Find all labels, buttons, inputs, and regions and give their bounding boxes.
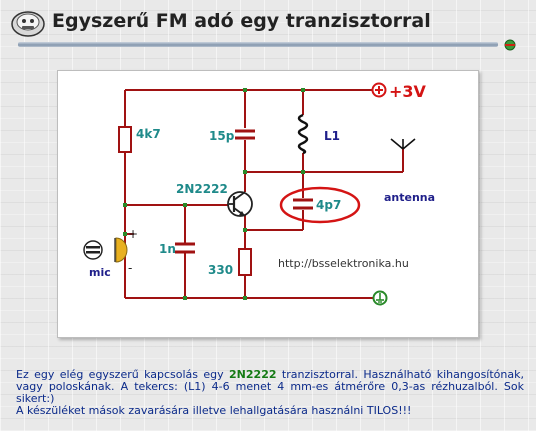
supply-voltage-label: +3V [389, 82, 427, 101]
mic-label: mic [89, 266, 111, 279]
transistor-label: 2N2222 [176, 182, 228, 196]
microphone-icon [83, 237, 128, 263]
resistor-330-icon [238, 248, 252, 276]
antenna-icon [390, 138, 416, 150]
coil-l1-label: L1 [324, 129, 340, 143]
resistor-4k7-icon [118, 126, 132, 153]
capacitor-4p7-label: 4p7 [316, 198, 341, 212]
highlight-ellipse [279, 186, 361, 224]
description-highlight: 2N2222 [229, 368, 277, 381]
capacitor-1n-label: 1n [159, 242, 176, 256]
warning-text: A készüléket mások zavarására illetve le… [16, 404, 412, 417]
capacitor-15p-icon [235, 129, 255, 140]
description-text: Ez egy elég egyszerű kapcsolás egy 2N222… [16, 369, 524, 417]
mic-minus-label: - [128, 261, 132, 275]
watermark-url: http://bsselektronika.hu [278, 257, 409, 270]
header: Egyszerű FM adó egy tranzisztorral [0, 0, 536, 52]
page-title: Egyszerű FM adó egy tranzisztorral [52, 10, 431, 32]
resistor-330-label: 330 [208, 263, 233, 277]
antenna-label: antenna [384, 191, 435, 204]
bullet-icon [504, 39, 516, 51]
mic-plus-label: + [128, 227, 138, 241]
resistor-4k7-label: 4k7 [136, 127, 161, 141]
circuit-diagram: +3V 4k7 15p L1 2N2222 4p7 antenna 1n 330… [57, 70, 479, 338]
junction-dots [123, 88, 305, 300]
capacitor-1n-icon [175, 242, 195, 254]
transistor-2n2222-icon [227, 191, 253, 217]
circuit-schematic: +3V 4k7 15p L1 2N2222 4p7 antenna 1n 330… [83, 82, 435, 306]
coil-l1-icon [297, 113, 309, 155]
description-part2: tranzisztorral. Használható kihangosítón… [16, 368, 524, 405]
capacitor-4p7-icon [293, 198, 313, 210]
capacitor-15p-label: 15p [209, 129, 235, 143]
website-logo-icon [11, 11, 45, 37]
description-part1: Ez egy elég egyszerű kapcsolás egy [16, 368, 230, 381]
header-divider [18, 42, 498, 47]
supply-terminal-icon [371, 82, 387, 98]
ground-terminal-icon [372, 290, 388, 306]
